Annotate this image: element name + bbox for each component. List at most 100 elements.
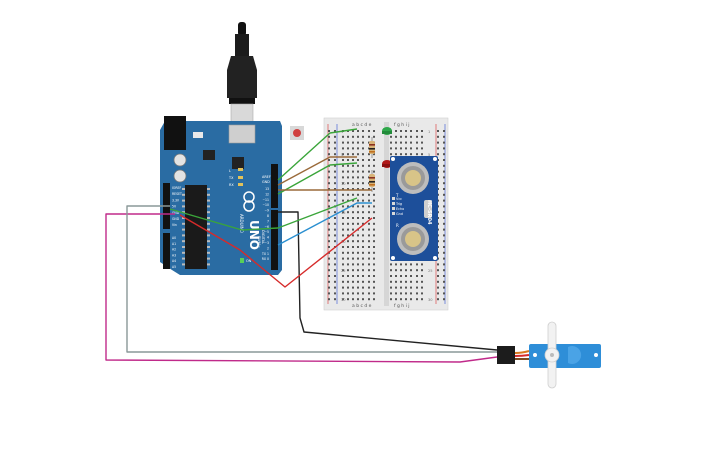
breadboard-hole[interactable] [334,240,336,243]
breadboard-hole[interactable] [347,159,349,161]
breadboard-hole[interactable] [362,141,364,144]
breadboard-hole[interactable] [328,182,330,185]
breadboard-hole[interactable] [405,286,407,289]
breadboard-hole[interactable] [347,246,349,248]
breadboard-hole[interactable] [395,147,397,150]
breadboard-hole[interactable] [347,280,349,283]
breadboard-hole[interactable] [362,240,364,243]
breadboard-hole[interactable] [347,153,349,156]
breadboard-hole[interactable] [347,176,349,179]
breadboard-hole[interactable] [334,130,336,132]
breadboard-hole[interactable] [328,205,330,208]
breadboard-hole[interactable] [405,147,407,150]
breadboard-hole[interactable] [362,199,364,202]
breadboard-hole[interactable] [421,275,423,277]
breadboard-hole[interactable] [368,188,370,190]
breadboard-hole[interactable] [373,257,375,260]
breadboard-hole[interactable] [342,217,344,219]
breadboard-hole[interactable] [334,147,336,150]
breadboard-hole[interactable] [342,141,344,144]
breadboard-hole[interactable] [347,193,349,196]
breadboard-hole[interactable] [405,130,407,132]
breadboard-hole[interactable] [342,263,344,266]
breadboard-hole[interactable] [347,286,349,289]
breadboard-hole[interactable] [357,234,359,237]
breadboard-hole[interactable] [362,147,364,150]
breadboard-hole[interactable] [400,263,402,266]
arduino-uno-board[interactable]: UNO ARDUINO DIGITAL PWM~ AREF GND L TX R… [160,116,304,275]
breadboard-hole[interactable] [334,280,336,283]
breadboard-hole[interactable] [416,153,418,156]
breadboard-hole[interactable] [342,205,344,208]
breadboard-hole[interactable] [400,141,402,144]
breadboard-hole[interactable] [328,275,330,277]
breadboard-hole[interactable] [362,176,364,179]
breadboard-hole[interactable] [400,298,402,301]
breadboard-hole[interactable] [328,130,330,132]
breadboard-hole[interactable] [347,164,349,167]
breadboard-hole[interactable] [357,159,359,161]
breadboard-hole[interactable] [390,135,392,138]
breadboard-hole[interactable] [410,280,412,283]
breadboard-hole[interactable] [347,234,349,237]
breadboard-hole[interactable] [410,130,412,132]
breadboard-hole[interactable] [443,275,445,277]
breadboard-hole[interactable] [443,130,445,132]
breadboard-hole[interactable] [416,147,418,150]
breadboard-hole[interactable] [373,228,375,231]
breadboard-hole[interactable] [362,269,364,272]
breadboard-hole[interactable] [410,286,412,289]
breadboard-hole[interactable] [342,135,344,138]
breadboard-hole[interactable] [352,246,354,248]
breadboard-hole[interactable] [352,211,354,214]
breadboard-hole[interactable] [421,147,423,150]
breadboard-hole[interactable] [416,280,418,283]
breadboard-hole[interactable] [405,141,407,144]
breadboard-hole[interactable] [347,251,349,254]
breadboard-hole[interactable] [400,292,402,295]
breadboard-hole[interactable] [342,269,344,272]
breadboard-hole[interactable] [334,211,336,214]
breadboard-hole[interactable] [347,147,349,150]
breadboard-hole[interactable] [347,240,349,243]
breadboard-hole[interactable] [373,130,375,132]
breadboard-hole[interactable] [390,280,392,283]
breadboard-hole[interactable] [357,211,359,214]
breadboard-hole[interactable] [342,147,344,150]
breadboard-hole[interactable] [390,141,392,144]
breadboard-hole[interactable] [362,228,364,231]
breadboard-hole[interactable] [352,130,354,132]
breadboard-hole[interactable] [368,234,370,237]
breadboard-hole[interactable] [443,159,445,161]
breadboard-hole[interactable] [421,263,423,266]
breadboard-hole[interactable] [328,246,330,248]
breadboard-hole[interactable] [410,298,412,301]
breadboard-hole[interactable] [347,269,349,272]
breadboard-hole[interactable] [400,280,402,283]
breadboard-hole[interactable] [334,292,336,295]
breadboard-hole[interactable] [342,193,344,196]
breadboard-hole[interactable] [421,130,423,132]
breadboard-hole[interactable] [362,159,364,161]
breadboard-hole[interactable] [421,280,423,283]
breadboard-hole[interactable] [362,182,364,185]
servo-motor[interactable] [497,321,601,389]
breadboard-hole[interactable] [357,240,359,243]
breadboard-hole[interactable] [373,217,375,219]
breadboard-hole[interactable] [328,159,330,161]
breadboard-hole[interactable] [368,193,370,196]
breadboard-hole[interactable] [342,228,344,231]
breadboard-hole[interactable] [443,199,445,202]
breadboard-hole[interactable] [421,141,423,144]
breadboard-hole[interactable] [342,222,344,225]
breadboard-hole[interactable] [352,182,354,185]
breadboard-hole[interactable] [362,193,364,196]
breadboard-hole[interactable] [405,153,407,156]
breadboard-hole[interactable] [334,188,336,190]
breadboard-hole[interactable] [373,222,375,225]
breadboard-hole[interactable] [357,286,359,289]
breadboard-hole[interactable] [390,147,392,150]
breadboard-hole[interactable] [362,298,364,301]
breadboard-hole[interactable] [362,234,364,237]
breadboard-hole[interactable] [342,211,344,214]
